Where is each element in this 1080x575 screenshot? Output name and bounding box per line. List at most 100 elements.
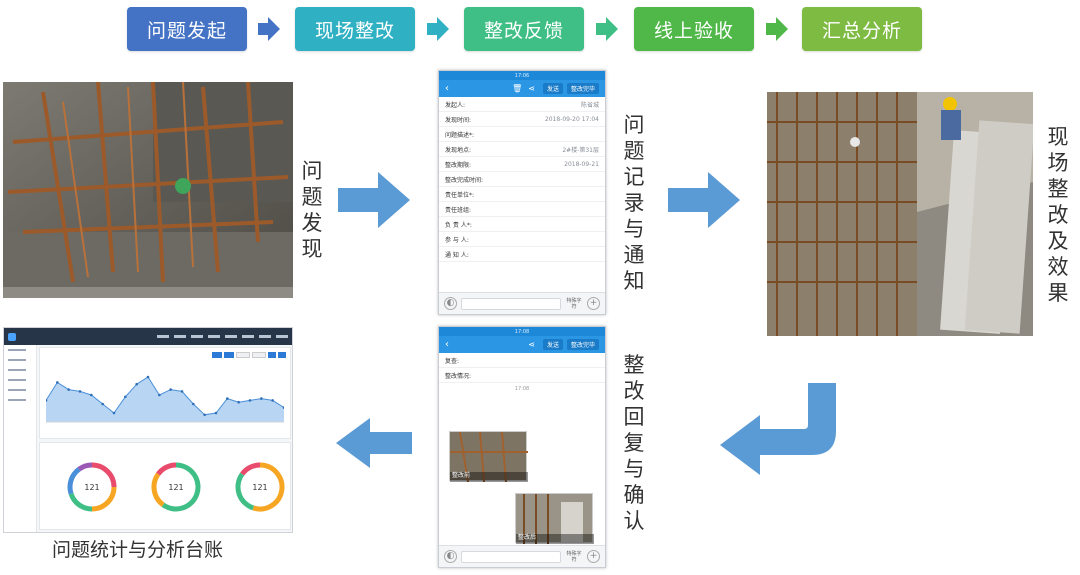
flow-arrow-right-2 [668,172,740,228]
trend-point [112,411,116,415]
form-row[interactable]: 负 责 人*: [439,217,605,232]
trend-point [90,393,93,397]
donut-slice [91,486,117,512]
trend-point [226,397,229,400]
trend-card [39,347,291,439]
caption-ledger: 问题统计与分析台账 [52,539,224,561]
voice-icon[interactable]: ◐ [444,297,457,310]
donut-slice [67,467,81,495]
send-button[interactable]: 发送 [542,83,563,94]
form-row-value: 2018-09-21 [564,160,599,168]
phone-input-bar: ◐ 特殊字符 + [439,292,605,314]
rectify-done-button[interactable]: 整改完毕 [566,83,599,94]
plus-icon[interactable]: + [587,550,600,563]
dashboard-screenshot: 121 121 121 [3,327,293,533]
rectify-done-button[interactable]: 整改完毕 [566,339,599,350]
form-row[interactable]: 整改期限: 2018-09-21 [439,157,605,172]
voice-icon[interactable]: ◐ [444,550,457,563]
message-input[interactable] [461,297,561,310]
caption-rectify: 现场整改及效果 [1047,125,1069,305]
form-row-label: 发现时间: [445,116,472,124]
trend-point [158,393,161,397]
form-row-value: 陈省城 [580,101,599,109]
flow-arrow-curved [720,383,836,475]
message-input[interactable] [461,550,561,563]
donut-slice [68,492,93,512]
form-row[interactable]: 复查: [439,353,605,368]
donut-center-label: 121 [252,483,267,492]
delete-icon[interactable]: 🗑 [512,84,523,93]
form-row-label: 责任班组: [445,206,472,214]
donut-chart: 121 [151,462,201,512]
photo-after[interactable]: 整改后 [515,493,594,544]
special-char-button[interactable]: 特殊字符 [566,550,582,563]
plus-icon[interactable]: + [587,297,600,310]
share-icon[interactable]: ⋖ [528,84,535,93]
trend-point [260,397,263,400]
donut-center-label: 121 [168,483,183,492]
form-row[interactable]: 整改情况: [439,368,605,383]
form-row[interactable]: 发现时间:2018-09-20 17:04 [439,112,605,127]
send-button[interactable]: 发送 [542,339,563,350]
photo-before[interactable]: 整改前 [449,431,528,483]
form-row-label: 整改完成时间: [445,176,484,184]
back-icon[interactable]: ‹ [445,83,449,94]
step-5: 汇总分析 [802,7,922,51]
trend-point [214,411,218,415]
phone-rectify-reply: 17:08 ‹ ⋖ 发送 整改完毕 复查:整改情况: 17:08 整改前 整改后… [438,326,606,568]
phone-status-bar: 17:06 [439,71,605,80]
form-row[interactable]: 参 与 人: [439,232,605,247]
donut-slice [240,462,261,476]
phone-status-bar-2: 17:08 [439,327,605,336]
form-row-label: 复查: [445,357,460,365]
step-arrow-3 [596,17,618,41]
form-row[interactable]: 责任单位*: [439,187,605,202]
dashboard-topbar [4,328,292,345]
form-row-label: 问题描述*: [445,131,475,139]
donut-slice [235,472,255,511]
phone-problem-form: 17:06 ‹ 🗑 ⋖ 发送 整改完毕 发起人:陈省城发现时间:2018-09-… [438,70,606,315]
form-row-label: 发现地点: [445,146,472,154]
share-icon[interactable]: ⋖ [528,340,535,349]
caption-discover: 问题发现 [301,159,323,261]
form-row[interactable]: 通 知 人: [439,247,605,262]
donut-card-row: 121 121 121 [39,442,291,530]
before-label: 整改前 [452,472,471,479]
donut-slice [151,472,165,507]
donut-slice [91,462,117,488]
trend-point [46,399,48,402]
trend-point [169,388,172,391]
dashboard-menu [157,335,288,338]
step-1: 问题发起 [127,7,247,51]
form-row-label: 发起人: [445,101,466,109]
flow-arrow-right-1 [338,172,410,228]
form-row[interactable]: 整改完成时间: [439,172,605,187]
form-row[interactable]: 问题描述*: [439,127,605,142]
dashboard-sidebar [4,345,37,532]
photo-site-rectification [767,92,1033,336]
trend-point [135,382,138,386]
trend-point [56,381,59,384]
phone-input-bar-2: ◐ 特殊字符 + [439,545,605,567]
donut-slice [156,462,177,476]
form-row[interactable]: 发起人: 陈省城 [439,97,605,112]
form-row[interactable]: 发现地点:2#楼-第31层 [439,142,605,157]
donut-slice [161,462,201,512]
trend-point [67,388,70,391]
trend-point [248,399,252,402]
trend-area-chart [46,375,284,423]
phone-toolbar-2: ‹ ⋖ 发送 整改完毕 [439,336,605,353]
special-char-button[interactable]: 特殊字符 [566,297,582,310]
trend-line [46,376,284,416]
phone-toolbar: ‹ 🗑 ⋖ 发送 整改完毕 [439,80,605,97]
step-arrow-1 [258,17,280,41]
back-icon[interactable]: ‹ [445,339,449,350]
form-row-label: 整改情况: [445,372,472,380]
trend-point [282,406,284,409]
trend-area [46,377,284,422]
caption-reply: 整改回复与确认 [623,353,645,533]
donut-center-label: 121 [84,483,99,492]
donut-chart: 121 [67,462,117,512]
form-row-label: 整改期限: [445,161,472,169]
form-row[interactable]: 责任班组: [439,202,605,217]
